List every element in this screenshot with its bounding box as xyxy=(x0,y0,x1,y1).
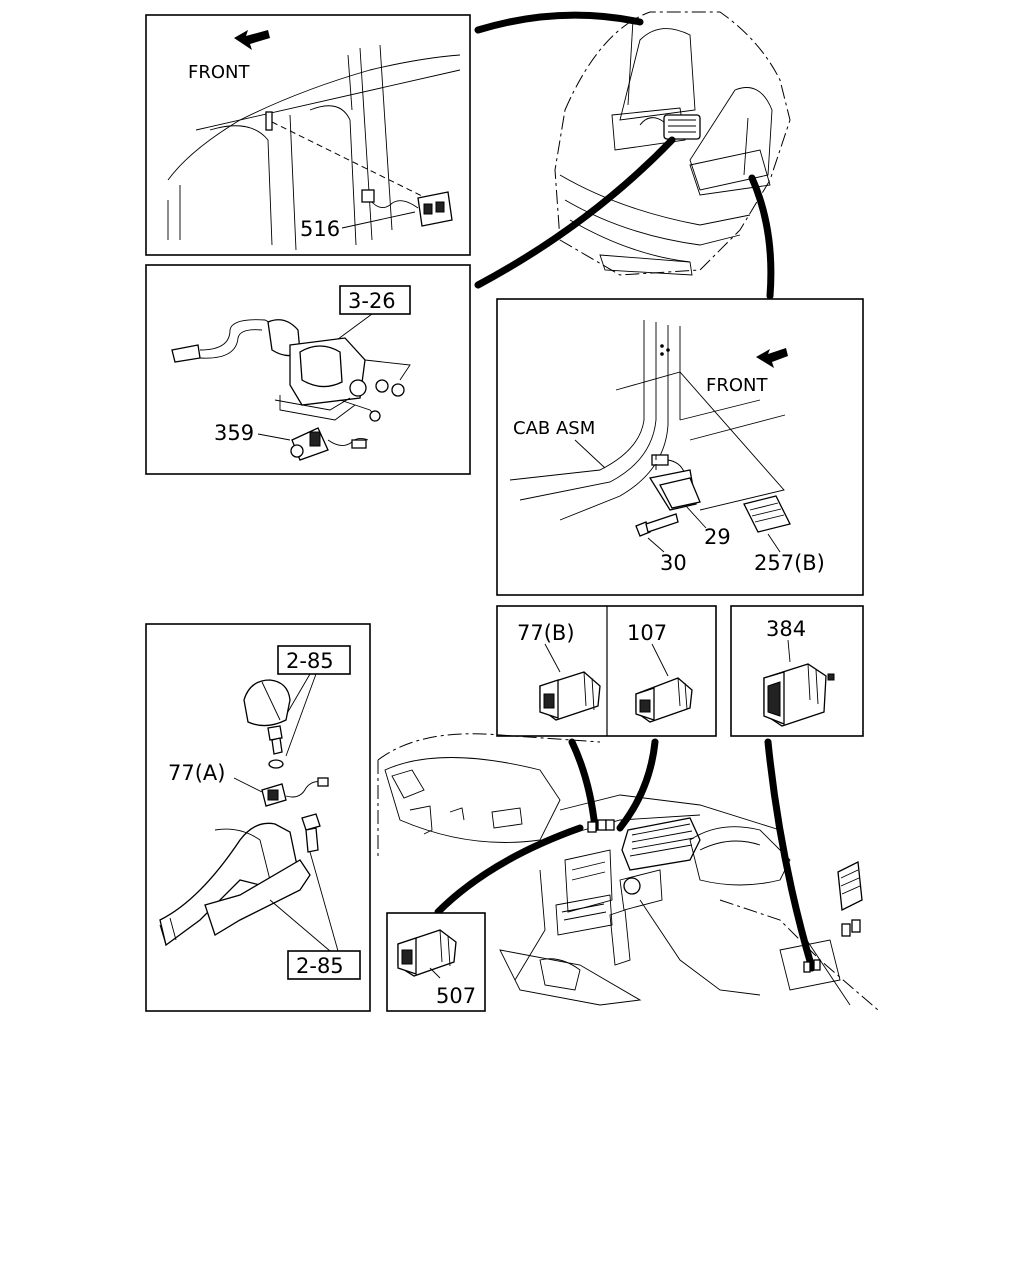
switch-icon xyxy=(635,677,693,723)
bolt-icon xyxy=(267,725,283,755)
ref-box-2-85-bottom xyxy=(287,950,361,980)
switch-77a xyxy=(261,777,329,807)
panel-switch-507: 507 xyxy=(386,912,486,1012)
panel-77a: 2-85 77(A) 2-85 xyxy=(145,623,371,1012)
panel-switches-77b-107: 77(B) 107 xyxy=(496,605,717,737)
ref-2-85-bottom-label: 2-85 xyxy=(296,954,344,978)
ref-2-85-top-label: 2-85 xyxy=(286,649,334,673)
dashboard-illustration xyxy=(377,733,879,1011)
callout-lines xyxy=(434,11,816,972)
front-arrow-icon xyxy=(756,348,788,368)
cab-overview xyxy=(554,11,791,276)
part-516-label: 516 xyxy=(300,217,340,241)
ref-box-2-85-top xyxy=(277,645,351,675)
bolt-icon xyxy=(635,513,679,537)
steering-column-cover xyxy=(159,822,311,947)
part-30-label: 30 xyxy=(660,551,687,575)
harness-connector-icon xyxy=(639,114,701,140)
switch-assembly-516 xyxy=(361,189,453,227)
center-vent xyxy=(621,817,701,871)
front-arrow-icon xyxy=(234,30,270,50)
switch-icon xyxy=(539,671,601,721)
cab-asm-label: CAB ASM xyxy=(513,418,595,439)
sensor-359 xyxy=(290,427,369,461)
ref-box-3-26 xyxy=(339,285,411,315)
part-29-label: 29 xyxy=(704,525,731,549)
panel-cab-asm: FRONT CAB ASM 29 30 257(B) xyxy=(496,298,864,596)
part-384-label: 384 xyxy=(766,617,806,641)
bolt-icon xyxy=(301,813,321,853)
front-label: FRONT xyxy=(188,62,250,83)
panel-switch-384: 384 xyxy=(730,605,864,737)
part-77b-label: 77(B) xyxy=(517,621,575,645)
bracket-29 xyxy=(648,454,701,511)
right-vent xyxy=(837,860,863,912)
panel-3-26: 3-26 359 xyxy=(145,264,471,475)
ref-3-26-label: 3-26 xyxy=(348,289,396,313)
panel-516: FRONT 516 xyxy=(145,14,471,256)
part-507-label: 507 xyxy=(436,984,476,1008)
part-257b-label: 257(B) xyxy=(754,551,825,575)
rocker-switch-icon xyxy=(763,663,835,727)
part-77a-label: 77(A) xyxy=(168,761,225,785)
part-359-label: 359 xyxy=(214,421,254,445)
cover-257b xyxy=(743,495,791,533)
knob-cover xyxy=(243,679,291,727)
actuator-assembly xyxy=(171,319,411,422)
front-label-right: FRONT xyxy=(706,375,768,396)
switch-icon xyxy=(397,929,457,977)
part-107-label: 107 xyxy=(627,621,667,645)
